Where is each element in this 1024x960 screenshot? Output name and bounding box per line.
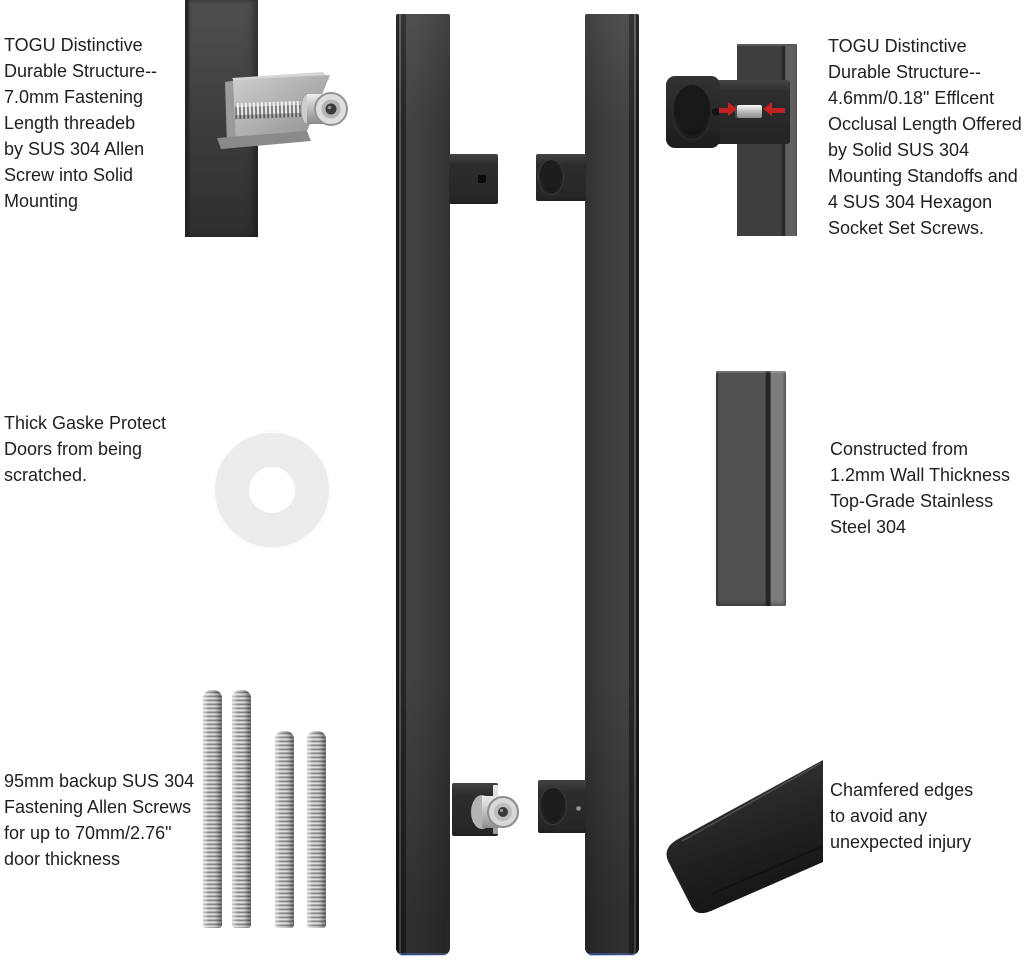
standoff-end-image <box>666 76 720 148</box>
standoff-face-disc <box>673 85 711 139</box>
allen-screw-bracket-image <box>217 72 348 149</box>
right-pull-handle-bar <box>585 14 639 956</box>
threaded-rod-short-2 <box>307 731 326 928</box>
red-arrow-left-icon <box>719 102 737 118</box>
left-pull-handle-bar <box>396 14 450 956</box>
annotation-top-right: TOGU Distinctive Durable Structure-- 4.6… <box>828 36 1022 238</box>
left-handle-top-block <box>449 154 498 204</box>
screw-hole-icon <box>478 175 486 183</box>
chamfered-bar-image <box>666 760 824 914</box>
red-arrow-right-icon <box>763 102 787 118</box>
gasket-washer-image <box>215 433 329 547</box>
threaded-rod-long-2 <box>232 690 251 928</box>
right-handle-top-block <box>536 154 586 201</box>
set-screw-image <box>737 105 762 118</box>
annotation-mid-left: Thick Gaske Protect Doors from being scr… <box>4 413 167 485</box>
standoff-disc-icon <box>540 788 566 824</box>
annotation-bottom-left: 95mm backup SUS 304 Fastening Allen Scre… <box>4 771 195 869</box>
annotation-mid-right: Constructed from 1.2mm Wall Thickness To… <box>830 439 1011 537</box>
standoff-disc-icon <box>539 160 563 194</box>
tube-section-image <box>716 371 786 606</box>
set-screw-hole-icon <box>575 805 582 812</box>
right-handle-bottom-block <box>538 780 586 833</box>
annotation-top-left: TOGU Distinctive Durable Structure-- 7.0… <box>4 35 158 211</box>
threaded-rod-short-1 <box>275 731 294 928</box>
annotation-bottom-right: Chamfered edges to avoid any unexpected … <box>830 780 974 852</box>
screw-hole-dot <box>712 108 720 116</box>
standoff-knob-image <box>471 795 519 829</box>
threaded-rod-long-1 <box>203 690 222 928</box>
